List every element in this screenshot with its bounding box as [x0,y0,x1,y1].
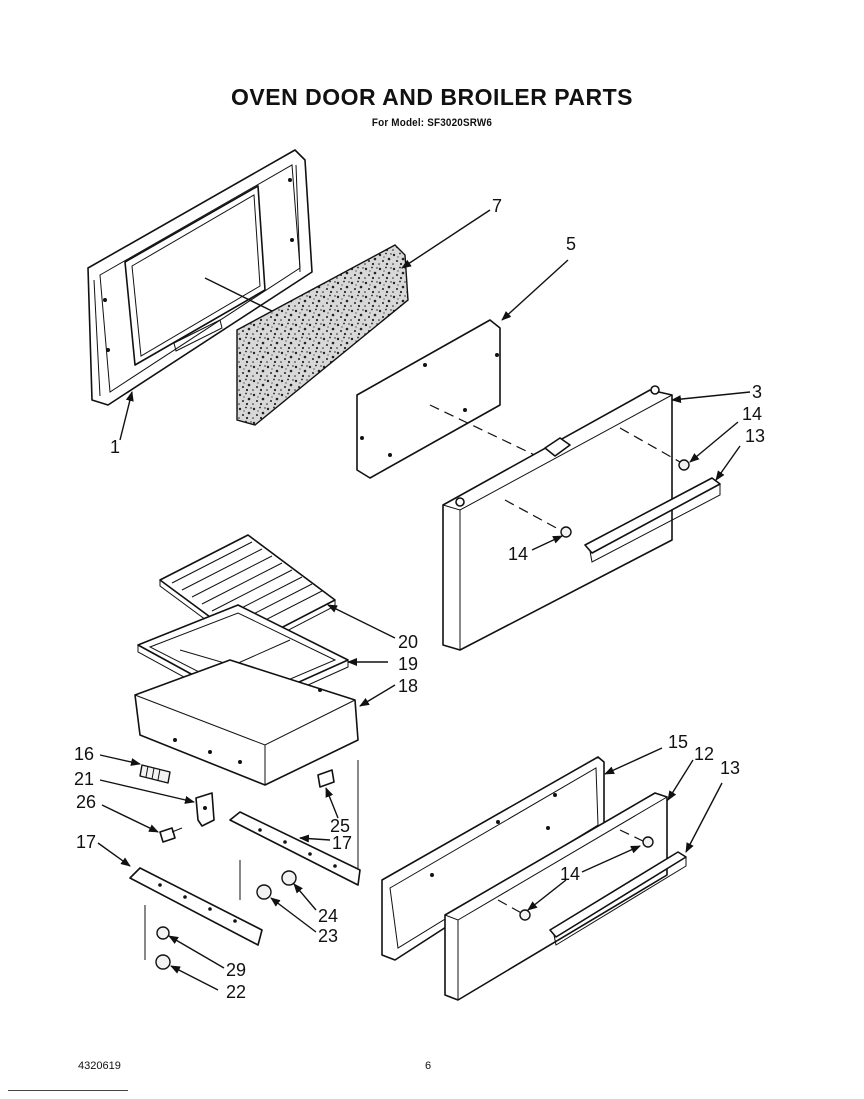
rail-rollers-left [155,926,171,970]
callout-15: 15 [668,732,688,752]
callout-22: 22 [226,982,246,1002]
mounting-screw [159,827,183,843]
broiler-pan [134,659,359,786]
page-number: 6 [425,1060,432,1072]
callout-numbers: 1 7 5 3 14 13 14 20 19 18 16 21 26 25 17… [74,196,765,1002]
broiler-slide-rail-left [129,867,263,960]
callout-29: 29 [226,960,246,980]
callout-20: 20 [398,632,418,652]
rail-rollers-right [256,870,297,900]
callout-14-upper-right: 14 [742,404,762,424]
callout-25: 25 [330,816,350,836]
oven-door-handle [584,477,721,563]
callout-23: 23 [318,926,338,946]
callout-26: 26 [76,792,96,812]
callout-19: 19 [398,654,418,674]
small-bracket-25 [317,769,335,788]
callout-13-lower: 13 [720,758,740,778]
door-insulation [236,244,409,426]
callout-7: 7 [492,196,502,216]
callout-5: 5 [566,234,576,254]
callout-14-lower: 14 [560,864,580,884]
drawer-front-panel [444,792,668,1001]
door-inner-panel [356,319,546,479]
model-subtitle: For Model: SF3020SRW6 [371,117,493,129]
callout-12: 12 [694,744,714,764]
broiler-roller [139,764,171,784]
bottom-rule [8,1090,128,1091]
drawer-inner-panel [381,756,605,961]
callout-13-upper: 13 [745,426,765,446]
handle-spacers-upper [560,459,690,538]
callout-16: 16 [74,744,94,764]
callout-1: 1 [110,437,120,457]
outer-oven-door [442,385,681,651]
page-title: OVEN DOOR AND BROILER PARTS [231,84,633,110]
callout-17-right: 17 [332,833,352,853]
roller-clip [195,792,215,827]
callout-14-upper-left: 14 [508,544,528,564]
drawer-handle [549,851,687,946]
callout-21: 21 [74,769,94,789]
inner-door-frame [87,149,313,406]
handle-spacers-lower [519,836,654,921]
broiler-slide-rail-right [229,760,361,900]
document-number: 4320619 [78,1060,121,1072]
callout-24: 24 [318,906,338,926]
leader-lines [97,209,751,991]
callout-18: 18 [398,676,418,696]
callout-3: 3 [752,382,762,402]
callout-17-left: 17 [76,832,96,852]
